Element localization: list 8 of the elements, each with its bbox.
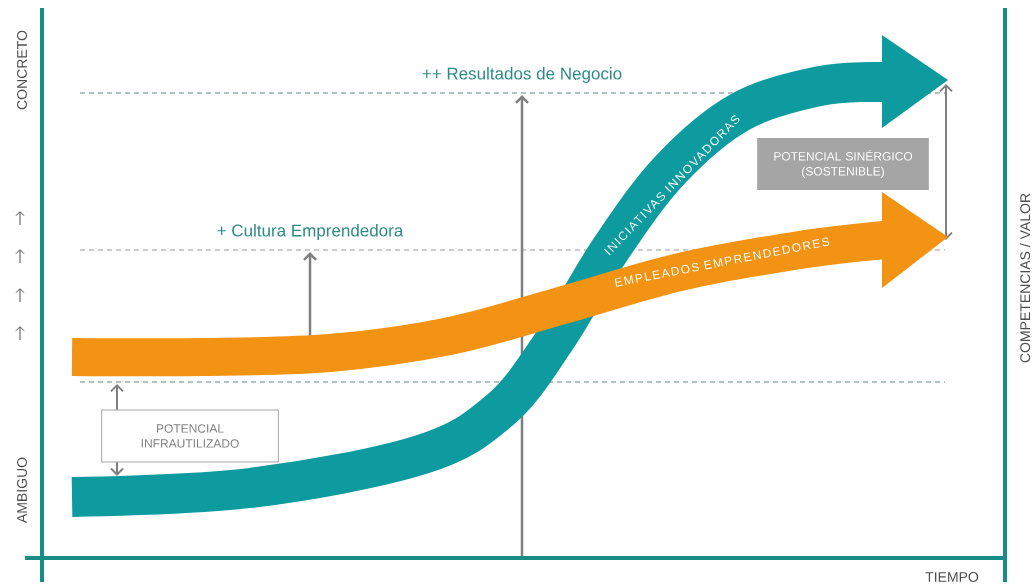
label-box: POTENCIAL INFRAUTILIZADO: [101, 409, 279, 463]
axis-label: CONCRETO: [17, 30, 27, 110]
axis-label: AMBIGUO: [17, 457, 27, 523]
label-box: POTENCIAL SINÉRGICO (SOSTENIBLE): [757, 138, 929, 190]
axis-label: COMPETENCIAS / VALOR: [1019, 193, 1031, 363]
heading: + Cultura Emprendedora: [217, 224, 404, 240]
axis-label: TIEMPO: [925, 572, 979, 582]
heading: ++ Resultados de Negocio: [422, 67, 622, 83]
